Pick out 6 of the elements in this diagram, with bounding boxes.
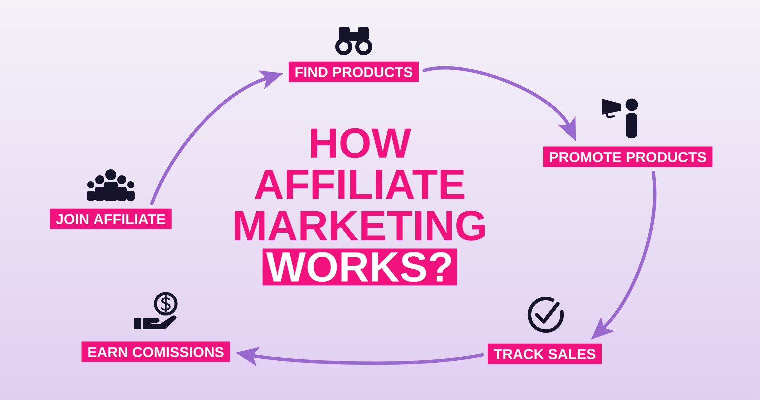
step-box: EARN COMISSIONS: [82, 342, 230, 362]
step-box: PROMOTE PRODUCTS: [543, 146, 713, 168]
step-box: FIND PRODUCTS: [288, 62, 420, 82]
step-box: TRACK SALES: [488, 344, 602, 364]
title: HOW AFFILIATE MARKETING WORKS?: [235, 128, 486, 286]
step-box: JOIN AFFILIATE: [50, 208, 172, 230]
